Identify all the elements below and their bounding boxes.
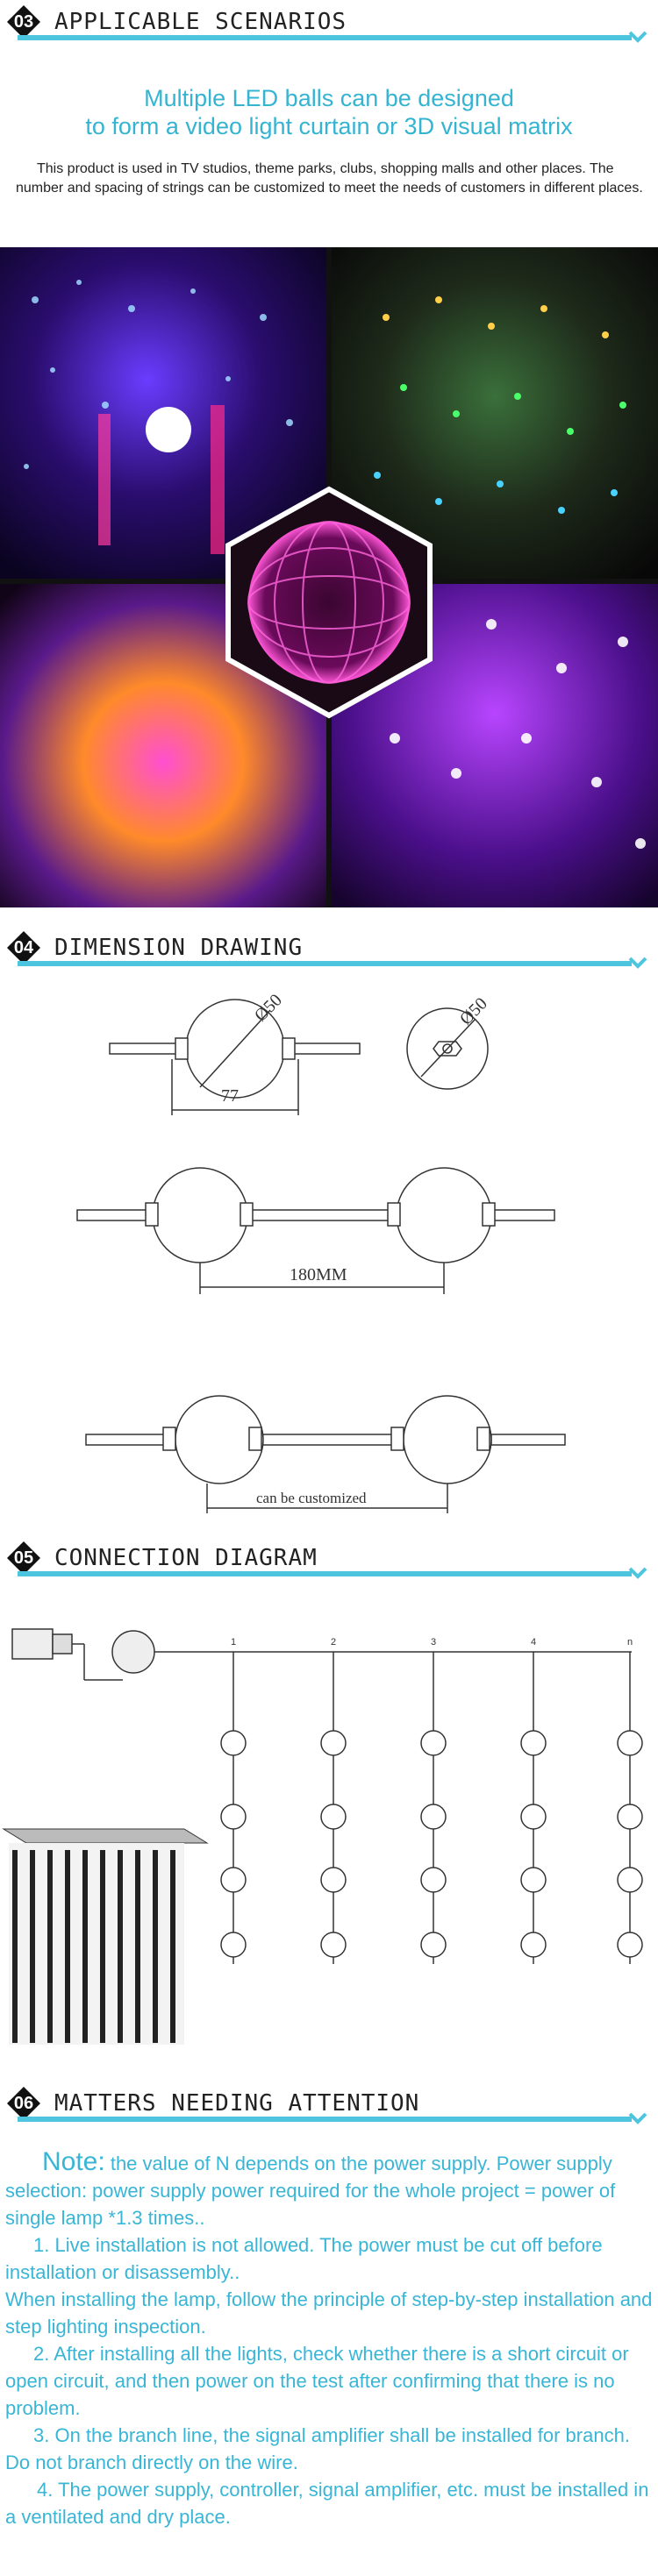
scenario-subtitle-line1: Multiple LED balls can be designed: [144, 85, 514, 111]
controller-box: [11, 1628, 54, 1660]
section-number: 06: [13, 2094, 34, 2113]
scenario-subtitle-line2: to form a video light curtain or 3D visu…: [85, 113, 573, 139]
note-paragraph: Note: the value of N depends on the powe…: [5, 2148, 654, 2231]
section-header-applicable-scenarios: 03 APPLICABLE SCENARIOS: [0, 0, 658, 44]
attention-item-3: 3. On the branch line, the signal amplif…: [5, 2424, 630, 2473]
attention-notes: Note: the value of N depends on the powe…: [5, 2148, 654, 2530]
section-header-matters-needing-attention: 06 MATTERS NEEDING ATTENTION: [0, 2081, 658, 2125]
section-divider: [18, 2117, 632, 2122]
section-number: 05: [13, 1548, 34, 1568]
section-header-dimension-drawing: 04 DIMENSION DRAWING: [0, 926, 658, 970]
note-label: Note:: [42, 2147, 105, 2176]
section-title: MATTERS NEEDING ATTENTION: [54, 2090, 420, 2117]
string-label: 3: [431, 1637, 436, 1647]
section-divider: [18, 1571, 632, 1576]
string-label: n: [627, 1637, 633, 1647]
spacing-label: 180MM: [290, 1265, 347, 1284]
dimension-drawing: Ø50 Ø50 77 180MM can be customized: [76, 991, 566, 1513]
attention-item-2: 2. After installing all the lights, chec…: [5, 2343, 629, 2419]
section-badge-icon: [7, 931, 40, 964]
connection-diagram: 1 2 3 4 n: [2, 1628, 643, 2045]
width-label: 77: [221, 1086, 239, 1106]
scenario-intro-text: This product is used in TV studios, them…: [16, 161, 643, 196]
attention-item-1: 1. Live installation is not allowed. The…: [5, 2234, 603, 2283]
string-label: 1: [231, 1637, 236, 1647]
chevron-down-icon: [628, 31, 647, 43]
attention-item-4: 4. The power supply, controller, signal …: [5, 2479, 649, 2528]
chevron-down-icon: [628, 2112, 647, 2124]
led-curtain-illustration: [2, 1828, 209, 2045]
chevron-down-icon: [628, 957, 647, 969]
section-number: 04: [13, 938, 34, 957]
chevron-down-icon: [628, 1567, 647, 1579]
section-title: APPLICABLE SCENARIOS: [54, 9, 347, 35]
section-header-connection-diagram: 05 CONNECTION DIAGRAM: [0, 1536, 658, 1580]
note-text: the value of N depends on the power supp…: [5, 2153, 616, 2229]
section-divider: [18, 961, 632, 966]
section-title: CONNECTION DIAGRAM: [54, 1545, 318, 1571]
section-badge-icon: [7, 5, 40, 39]
section-number: 03: [13, 12, 34, 32]
attention-item-1b: When installing the lamp, follow the pri…: [5, 2288, 653, 2338]
section-divider: [18, 35, 632, 40]
scenario-photo-collage: [0, 247, 658, 907]
customizable-label: can be customized: [256, 1490, 367, 1506]
section-title: DIMENSION DRAWING: [54, 935, 304, 961]
string-label: 2: [331, 1637, 336, 1647]
section-badge-icon: [7, 1541, 40, 1575]
string-label: 4: [531, 1637, 536, 1647]
section-badge-icon: [7, 2087, 40, 2120]
